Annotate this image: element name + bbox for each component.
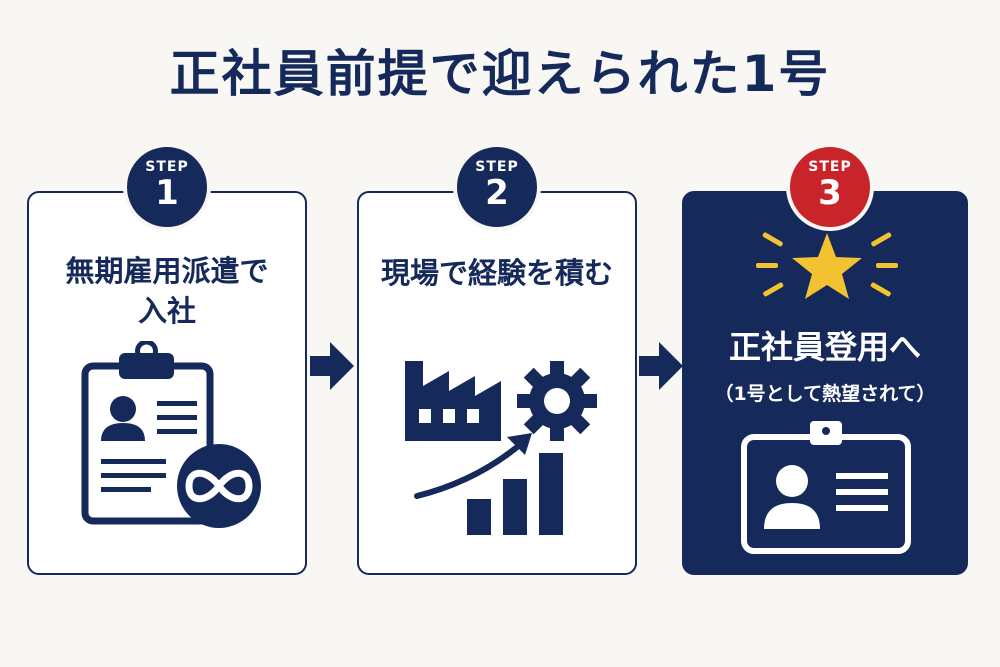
- factory-growth-icon: [405, 361, 597, 535]
- step-1-text-line1: 無期雇用派遣で: [65, 254, 269, 288]
- diagram-title: 正社員前提で迎えられた1号: [169, 45, 831, 103]
- step-3-badge: STEP 3: [786, 143, 874, 231]
- step-3-text-line1: 正社員登用へ: [728, 328, 921, 366]
- step-3-number: 3: [818, 173, 842, 213]
- step-3-label: STEP: [808, 159, 852, 175]
- step-1-badge: STEP 1: [123, 143, 211, 231]
- id-badge-icon: [741, 421, 911, 554]
- step-2-label: STEP: [475, 159, 519, 175]
- clipboard-infinity-icon: [81, 341, 261, 528]
- arrow-right-icon: [639, 342, 683, 390]
- step-2-badge: STEP 2: [453, 143, 541, 231]
- step-1-label: STEP: [145, 159, 189, 175]
- step-2-number: 2: [485, 173, 509, 213]
- step-2-card: 現場で経験を積む: [357, 191, 637, 575]
- step-3-card: 正社員登用へ （1号として熱望されて）: [682, 191, 968, 575]
- step-2-text-line1: 現場で経験を積む: [380, 256, 613, 290]
- step-1-card: 無期雇用派遣で 入社: [27, 191, 307, 575]
- step-1-number: 1: [155, 173, 179, 213]
- arrow-right-icon: [310, 342, 354, 390]
- step-3-subtext: （1号として熱望されて）: [714, 383, 936, 405]
- star-icon: [756, 232, 898, 299]
- step-1-text-line2: 入社: [137, 294, 196, 328]
